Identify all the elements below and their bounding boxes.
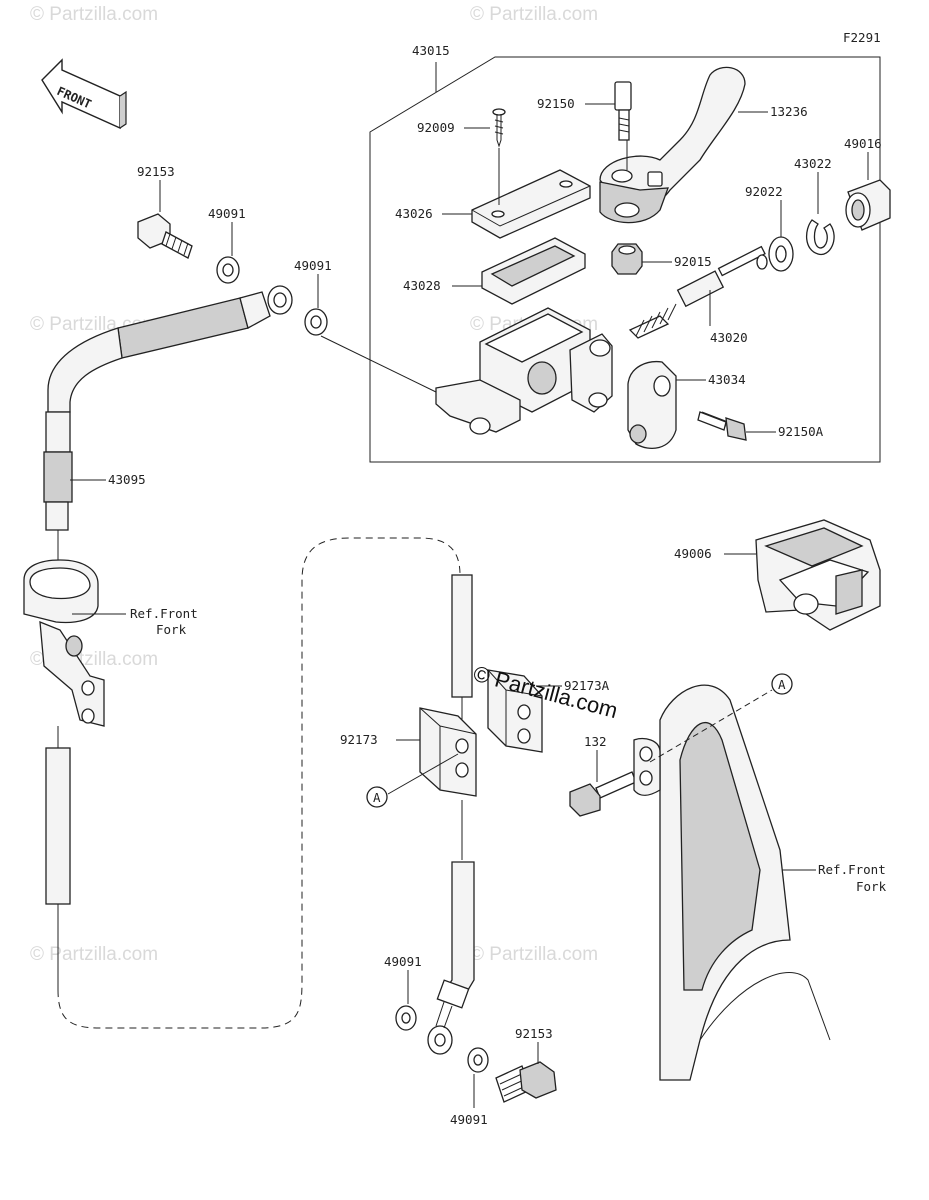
label-43095: 43095 [108, 472, 146, 487]
washer-49091-d-icon [467, 1047, 489, 1073]
label-92150A: 92150A [778, 424, 824, 439]
label-49091-c: 49091 [384, 954, 422, 969]
watermark: © Partzilla.com [470, 944, 598, 965]
label-43028: 43028 [403, 278, 441, 293]
label-49091-a: 49091 [208, 206, 246, 221]
clamp-43034-icon [627, 360, 677, 450]
washer-92022-icon [768, 236, 794, 272]
label-ref-fork-right-2: Fork [856, 879, 887, 894]
brake-lever-13236-icon [599, 66, 746, 224]
label-43015: 43015 [412, 43, 450, 58]
screw-92009-icon [492, 108, 506, 148]
label-43020: 43020 [710, 330, 748, 345]
washer-49091-c-icon [395, 1005, 417, 1031]
circlip-43022-icon [806, 219, 835, 256]
label-92153-bottom: 92153 [515, 1026, 553, 1041]
assembly-box [369, 56, 881, 463]
label-92022: 92022 [745, 184, 783, 199]
callout-a-left [366, 786, 388, 808]
label-43034: 43034 [708, 372, 746, 387]
callout-a-left-label: A [373, 790, 381, 805]
banjo-bolt-92153-bottom-icon [495, 1061, 557, 1103]
hose-segment-left [45, 747, 71, 905]
label-43026: 43026 [395, 206, 433, 221]
label-92173: 92173 [340, 732, 378, 747]
label-49091-d: 49091 [450, 1112, 488, 1127]
label-ref-fork-left-2: Fork [156, 622, 187, 637]
routing-path [57, 537, 461, 1029]
bolt-132-icon [569, 771, 637, 817]
piston-43020-icon [628, 245, 768, 339]
label-132: 132 [584, 734, 607, 749]
label-43022: 43022 [794, 156, 832, 171]
brake-hose-lower-icon [427, 574, 475, 1055]
label-49016: 49016 [844, 136, 882, 151]
label-ref-fork-left-1: Ref.Front [130, 606, 198, 621]
label-92009: 92009 [417, 120, 455, 135]
label-92015: 92015 [674, 254, 712, 269]
front-fork-right-icon [633, 684, 831, 1081]
brake-hose-43095-icon [43, 285, 293, 531]
clamp-92173A-icon [487, 669, 543, 753]
diaphragm-43028-icon [481, 237, 586, 305]
watermark: © Partzilla.com [470, 4, 598, 25]
nut-92015-icon [611, 243, 643, 275]
watermark: © Partzilla.com [30, 944, 158, 965]
leader-line [320, 335, 437, 393]
label-49091-b: 49091 [294, 258, 332, 273]
boot-49016-icon [845, 179, 891, 231]
label-13236: 13236 [770, 104, 808, 119]
watermark: © Partzilla.com [30, 4, 158, 25]
front-arrow-icon: FRONT [41, 58, 127, 130]
banjo-bolt-92153-top-icon [137, 213, 193, 259]
callout-a-right-label: A [778, 677, 786, 692]
label-ref-fork-right-1: Ref.Front [818, 862, 886, 877]
label-49006: 49006 [674, 546, 712, 561]
washer-49091-b-icon [304, 308, 328, 336]
label-92173A: 92173A [564, 678, 610, 693]
reservoir-cap-43026-icon [471, 169, 591, 239]
master-cylinder-icon [435, 307, 613, 435]
washer-49091-a-icon [216, 256, 240, 284]
label-92150: 92150 [537, 96, 575, 111]
fork-guide-left-icon [23, 559, 105, 727]
callout-a-right [771, 673, 793, 695]
bolt-92150A-icon [697, 411, 747, 441]
hose-guide-49006-icon [755, 519, 881, 631]
clamp-92173-icon [419, 707, 477, 797]
bolt-92150-icon [614, 81, 632, 141]
label-92153-top: 92153 [137, 164, 175, 179]
diagram-id: F2291 [843, 30, 881, 45]
